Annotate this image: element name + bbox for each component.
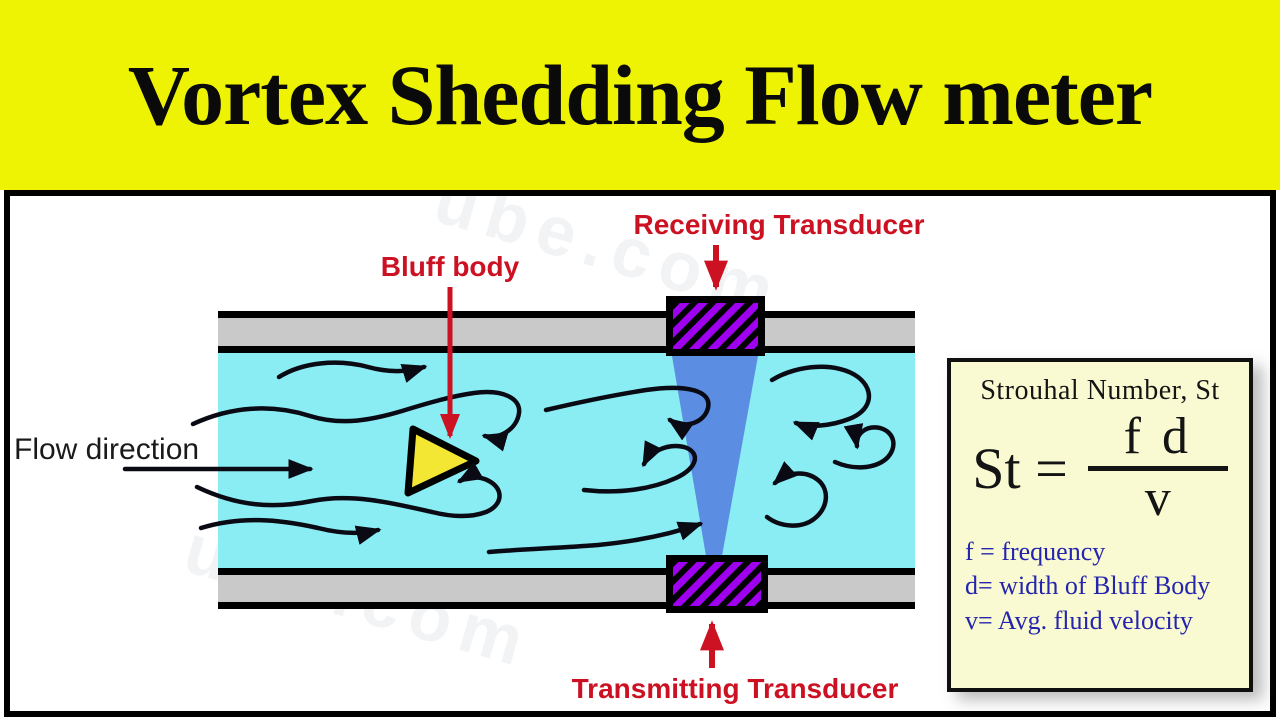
formula-heading: Strouhal Number, St — [980, 375, 1220, 406]
equation-fraction: f d v — [1087, 408, 1228, 527]
flow-line — [198, 517, 382, 545]
fluid-region — [218, 352, 915, 568]
title-banner: Vortex Shedding Flow meter — [0, 0, 1280, 190]
definition-f: f = frequency — [965, 536, 1106, 566]
bluff-body-label: Bluff body — [380, 251, 520, 282]
flow-line — [486, 521, 704, 555]
bluff-body-triangle — [404, 425, 480, 497]
transmitting-transducer-block — [666, 555, 768, 613]
pipe-top-wall — [218, 311, 915, 353]
vortex-swirl — [543, 385, 711, 441]
vortex-swirl — [832, 423, 896, 470]
variable-definitions: f = frequency d= width of Bluff Body v= … — [965, 535, 1249, 639]
equation-lhs: St = — [972, 436, 1068, 502]
flow-line-over-bluff — [190, 389, 522, 452]
strouhal-formula-panel: Strouhal Number, St St = f d v f = frequ… — [947, 358, 1253, 692]
vortex-swirl — [769, 364, 872, 441]
receiving-transducer-block — [666, 296, 765, 356]
vortex-swirl — [581, 440, 697, 494]
equation-numerator: f d — [1123, 408, 1192, 465]
receiving-transducer-label: Receiving Transducer — [633, 209, 925, 240]
flow-direction-label: Flow direction — [14, 433, 200, 466]
definition-d: d= width of Bluff Body — [965, 571, 1211, 601]
flow-line-under-bluff — [194, 461, 502, 519]
pipe-bottom-wall — [218, 568, 915, 609]
flow-line — [276, 360, 428, 383]
page-title: Vortex Shedding Flow meter — [127, 47, 1153, 143]
strouhal-equation: St = f d v — [951, 411, 1249, 527]
fraction-bar — [1087, 466, 1228, 471]
transmitting-transducer-label: Transmitting Transducer — [571, 673, 899, 704]
equation-denominator: v — [1144, 470, 1171, 527]
vortex-swirl — [764, 461, 828, 528]
ultrasonic-beam — [672, 356, 758, 556]
definition-v: v= Avg. fluid velocity — [965, 605, 1193, 635]
